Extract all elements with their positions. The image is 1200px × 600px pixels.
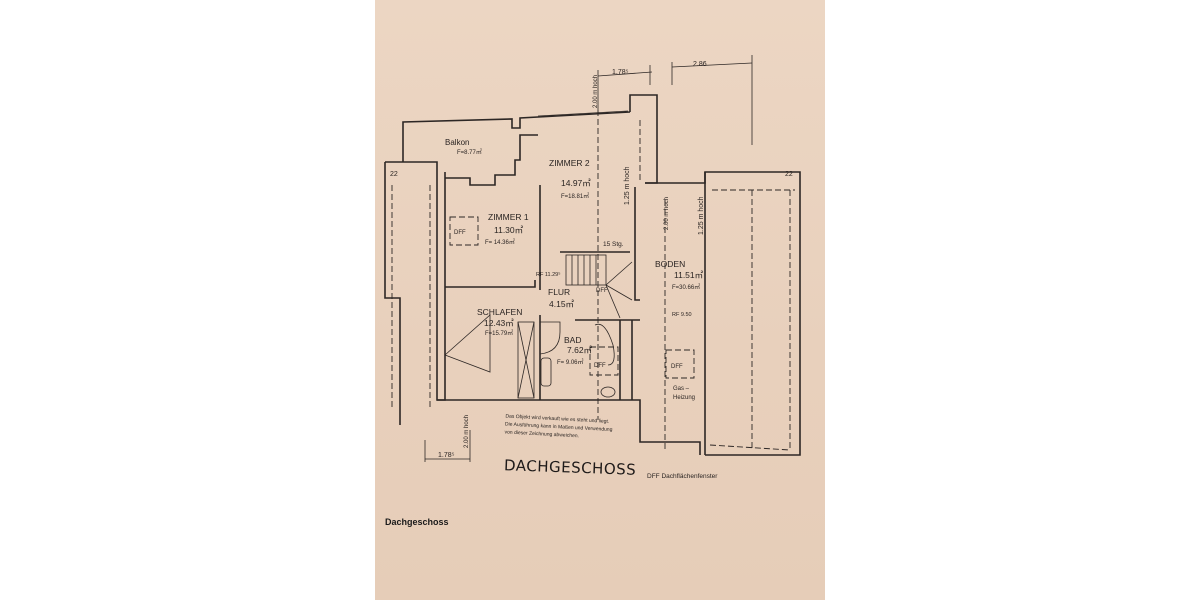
room-schlafen-floor: F=15.79㎡ — [485, 329, 513, 337]
disclaimer-note: Das Objekt wird verkauft wie es steht un… — [504, 413, 613, 439]
dff-boden: DFF — [671, 364, 683, 370]
rf-boden-label: RF 9.50 — [672, 312, 692, 318]
plan-title-handwritten: DACHGESCHOSS — [504, 456, 637, 479]
room-bad-area: 7.62㎡ — [567, 345, 593, 355]
room-balkon-floor: F=8.77㎡ — [457, 148, 482, 156]
mark-right: 22 — [785, 171, 793, 178]
dim-height-boden-a: 2.00 m hoch — [664, 197, 670, 230]
image-caption: Dachgeschoss — [385, 517, 449, 527]
room-boden-area: 11.51㎡ — [674, 270, 704, 280]
dff-bad: DFF — [594, 363, 606, 369]
dim-height-top: 2.00 m hoch — [593, 75, 599, 108]
dff-stairs: DFF — [596, 288, 608, 294]
dim-height-bottom: 2.00 m hoch — [464, 415, 470, 448]
gas-label-1: Gas – — [673, 386, 690, 392]
dim-bottom-left: 1.78⁵ — [438, 452, 455, 459]
room-zimmer2-area: 14.97㎡ — [561, 178, 591, 188]
note-line-2: Die Ausführung kann in Maßen und Verwend… — [505, 421, 613, 433]
room-flur-name: FLUR — [548, 287, 570, 297]
dimension-lines — [424, 55, 753, 462]
gas-label-2: Heizung — [673, 395, 695, 401]
room-bad-name: BAD — [564, 335, 581, 345]
bed — [444, 314, 491, 373]
bathroom-fixtures — [517, 321, 616, 399]
note-line-3: von dieser Zeichnung abweichen. — [504, 429, 579, 439]
room-boden-floor: F=30.66㎡ — [672, 283, 700, 291]
dashed-lines — [391, 110, 795, 451]
room-zimmer1-area: 11.30㎡ — [494, 225, 524, 235]
dim-top-right: 2.86 — [693, 61, 707, 68]
dff-legend: DFF Dachflächenfenster — [647, 473, 718, 480]
dff-zimmer1: DFF — [454, 230, 466, 236]
staircase — [565, 254, 633, 319]
mark-left: 22 — [390, 171, 398, 178]
dim-height-zimmer2: 1.25 m hoch — [624, 166, 631, 205]
room-schlafen-name: SCHLAFEN — [477, 307, 522, 317]
dim-height-boden-b: 1.25 m hoch — [698, 196, 705, 235]
room-zimmer1-floor: F= 14.36㎡ — [485, 238, 515, 246]
stairs-label: 15 Stg. — [603, 241, 624, 248]
room-zimmer2-name: ZIMMER 2 — [549, 158, 590, 168]
room-bad-floor: F= 9.06㎡ — [557, 358, 584, 366]
note-line-1: Das Objekt wird verkauft wie es steht un… — [505, 413, 609, 424]
paper-sheet — [375, 0, 825, 600]
rf-flur-label: RF 11.29⁵ — [536, 271, 561, 278]
walls — [384, 94, 801, 456]
room-flur-area: 4.15㎡ — [549, 299, 575, 309]
room-zimmer2-floor: F=18.81㎡ — [561, 192, 589, 200]
room-balkon-name: Balkon — [445, 138, 469, 147]
room-zimmer1-name: ZIMMER 1 — [488, 212, 529, 222]
dim-top-left: 1.78⁵ — [612, 69, 629, 76]
room-boden-name: BODEN — [655, 259, 685, 269]
room-schlafen-area: 12.43㎡ — [484, 318, 514, 328]
